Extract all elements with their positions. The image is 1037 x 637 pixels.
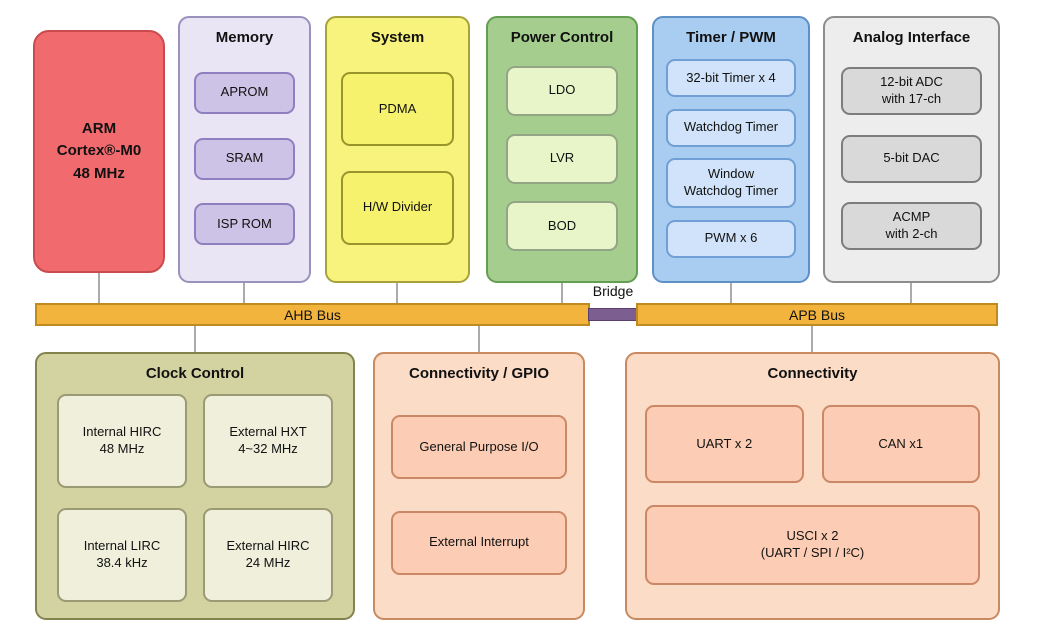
timer-item-watchdog-timer: Watchdog Timer — [666, 108, 796, 147]
bridge-connector — [588, 308, 638, 321]
connector-line-analog-apb — [910, 283, 912, 303]
system-group-title: System — [370, 29, 425, 46]
cpu-label: ARM Cortex®-M0 48 MHz — [56, 119, 142, 182]
analog-item-dac: 5-bit DAC — [841, 134, 982, 183]
gpio-item-external-interrupt: External Interrupt — [391, 510, 567, 575]
timer-item-32bit-timer: 32-bit Timer x 4 — [666, 59, 796, 98]
power-control-group-items: LDO LVR BOD — [500, 48, 624, 269]
clock-control-group: Clock Control Internal HIRC 48 MHz Exter… — [35, 352, 355, 620]
connectivity-item-usci: USCI x 2 (UART / SPI / I²C) — [645, 504, 980, 585]
analog-interface-group-title: Analog Interface — [852, 29, 971, 46]
timer-item-pwm: PWM x 6 — [666, 219, 796, 258]
connector-line-power-ahb — [561, 283, 563, 303]
connectivity-gpio-group-title: Connectivity / GPIO — [408, 365, 550, 382]
memory-group-title: Memory — [215, 29, 274, 46]
apb-bus-label: APB Bus — [788, 306, 846, 323]
clock-item-external-hxt: External HXT 4~32 MHz — [203, 394, 333, 488]
connector-line-memory-ahb — [243, 283, 245, 303]
memory-item-isp-rom: ISP ROM — [194, 203, 295, 246]
timer-pwm-group: Timer / PWM 32-bit Timer x 4 Watchdog Ti… — [652, 16, 810, 283]
clock-control-group-title: Clock Control — [145, 365, 245, 382]
timer-pwm-group-items: 32-bit Timer x 4 Watchdog Timer Window W… — [666, 48, 796, 269]
connectivity-group: Connectivity UART x 2 CAN x1 USCI x 2 (U… — [625, 352, 1000, 620]
clock-control-group-items: Internal HIRC 48 MHz External HXT 4~32 M… — [49, 384, 341, 606]
connectivity-item-can: CAN x1 — [821, 405, 980, 484]
connector-line-apb-connectivity — [811, 326, 813, 352]
connectivity-gpio-group-items: General Purpose I/O External Interrupt — [387, 384, 571, 606]
apb-bus: APB Bus — [636, 303, 998, 326]
system-group: System PDMA H/W Divider — [325, 16, 470, 283]
system-group-items: PDMA H/W Divider — [339, 48, 456, 269]
connectivity-gpio-group: Connectivity / GPIO General Purpose I/O … — [373, 352, 585, 620]
ahb-bus-label: AHB Bus — [284, 306, 341, 323]
connector-line-system-ahb — [396, 283, 398, 303]
memory-group: Memory APROM SRAM ISP ROM — [178, 16, 311, 283]
analog-item-acmp: ACMP with 2-ch — [841, 201, 982, 250]
bridge-label: Bridge — [578, 283, 648, 299]
timer-item-window-watchdog-timer: Window Watchdog Timer — [666, 158, 796, 209]
gpio-item-general-purpose-io: General Purpose I/O — [391, 415, 567, 480]
connectivity-group-title: Connectivity — [767, 365, 858, 382]
system-item-pdma: PDMA — [341, 72, 454, 147]
cpu-block: ARM Cortex®-M0 48 MHz — [33, 30, 165, 273]
connector-line-cpu-ahb — [98, 273, 100, 303]
clock-item-internal-hirc-48: Internal HIRC 48 MHz — [57, 394, 187, 488]
clock-item-internal-lirc: Internal LIRC 38.4 kHz — [57, 508, 187, 602]
power-control-group-title: Power Control — [510, 29, 614, 46]
connectivity-row: UART x 2 CAN x1 — [645, 405, 980, 484]
connectivity-group-items: UART x 2 CAN x1 USCI x 2 (UART / SPI / I… — [639, 384, 986, 606]
connector-line-timer-apb — [730, 283, 732, 303]
connector-line-ahb-gpio — [478, 326, 480, 352]
ahb-bus: AHB Bus — [35, 303, 590, 326]
power-item-bod: BOD — [506, 201, 618, 252]
power-item-lvr: LVR — [506, 133, 618, 184]
memory-item-aprom: APROM — [194, 71, 295, 114]
power-control-group: Power Control LDO LVR BOD — [486, 16, 638, 283]
memory-item-sram: SRAM — [194, 137, 295, 180]
power-item-ldo: LDO — [506, 65, 618, 116]
connector-line-ahb-clock — [194, 326, 196, 352]
memory-group-items: APROM SRAM ISP ROM — [192, 48, 297, 269]
analog-interface-group: Analog Interface 12-bit ADC with 17-ch 5… — [823, 16, 1000, 283]
timer-pwm-group-title: Timer / PWM — [686, 29, 776, 46]
connectivity-item-uart: UART x 2 — [645, 405, 804, 484]
clock-item-external-hirc-24: External HIRC 24 MHz — [203, 508, 333, 602]
analog-item-adc: 12-bit ADC with 17-ch — [841, 67, 982, 116]
system-item-hw-divider: H/W Divider — [341, 170, 454, 245]
analog-interface-group-items: 12-bit ADC with 17-ch 5-bit DAC ACMP wit… — [837, 48, 986, 269]
